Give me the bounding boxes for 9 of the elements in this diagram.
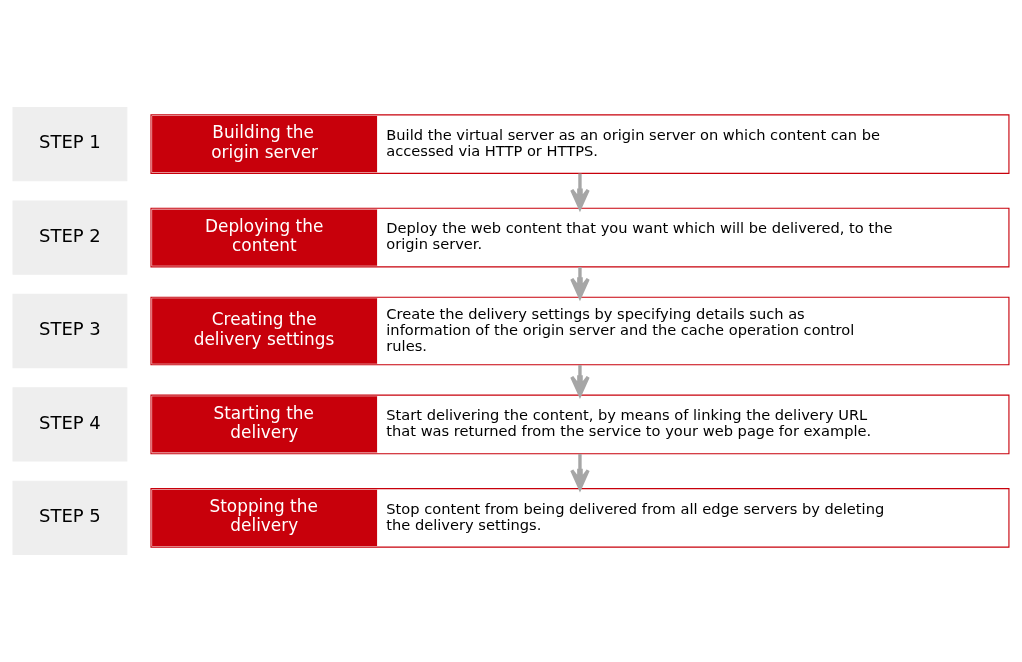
node-label: STEP 2 — [39, 224, 101, 246]
arrow — [570, 365, 590, 397]
arrow — [570, 173, 590, 210]
node-label: STEP 4 — [39, 411, 101, 433]
arrow — [570, 267, 590, 299]
arrow — [570, 453, 590, 491]
node-label: STEP 3 — [39, 318, 101, 340]
node-label: STEP 1 — [39, 131, 101, 153]
node-label: STEP 5 — [39, 505, 101, 527]
